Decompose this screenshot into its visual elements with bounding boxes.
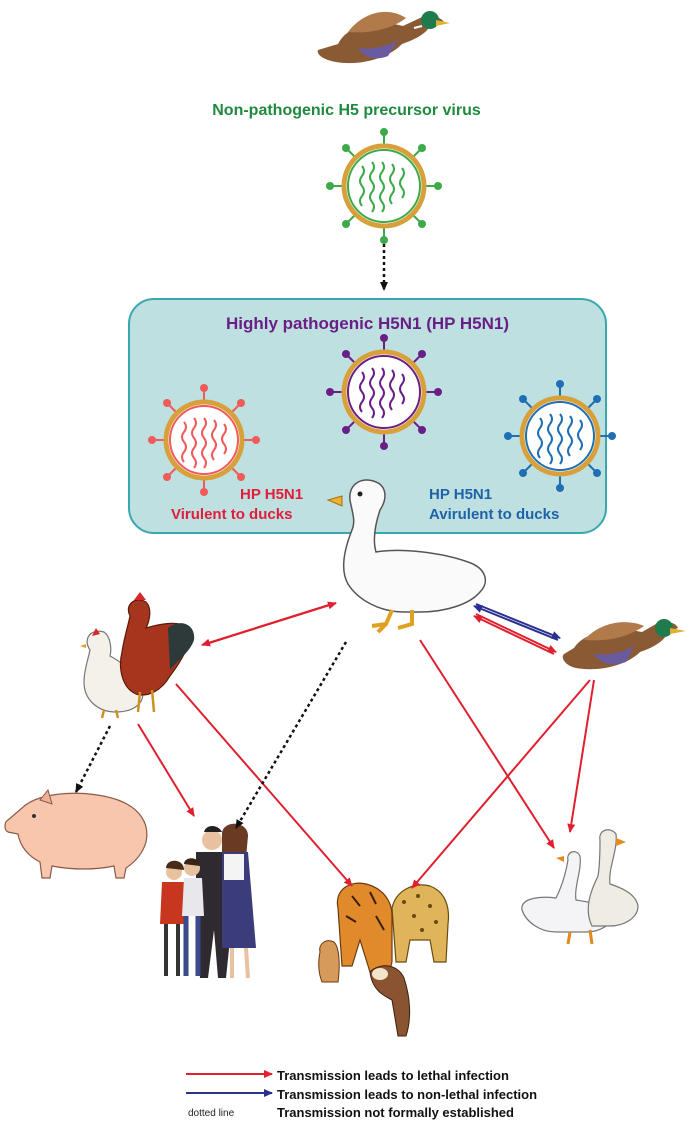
legend-lethal-text: Transmission leads to lethal infection bbox=[277, 1068, 509, 1083]
arrow-mallard-to-felids bbox=[411, 679, 591, 889]
human-family-icon bbox=[160, 823, 256, 979]
pig-icon bbox=[4, 788, 148, 879]
arrow-duck-mallard-nonlethal bbox=[475, 603, 561, 639]
dotted-arrow-duck-to-humans bbox=[234, 641, 348, 829]
mallard-duck-top-icon bbox=[317, 11, 450, 64]
arrow-chickens-to-felids bbox=[175, 683, 353, 887]
dotted-arrow-chickens-to-pig bbox=[74, 725, 112, 793]
arrow-chickens-to-humans bbox=[137, 723, 195, 817]
avirulent-label-line2: Avirulent to ducks bbox=[429, 506, 560, 523]
felids-and-ferret-icon bbox=[318, 882, 450, 1037]
legend-nonlethal-text: Transmission leads to non-lethal infecti… bbox=[277, 1087, 538, 1102]
virulent-label-line1: HP H5N1 bbox=[240, 486, 304, 503]
arrow-chickens-to-duck bbox=[205, 601, 337, 645]
precursor-virus-icon bbox=[326, 128, 442, 244]
chickens-icon bbox=[80, 592, 195, 719]
legend-not-established-text: Transmission not formally established bbox=[277, 1105, 514, 1120]
hp-virus-purple-icon bbox=[326, 334, 442, 450]
hp-h5n1-title: Highly pathogenic H5N1 (HP H5N1) bbox=[225, 314, 510, 333]
avirulent-virus-icon bbox=[504, 380, 616, 492]
arrow-duck-to-geese bbox=[419, 639, 555, 849]
lethal-transmission-arrows bbox=[137, 601, 595, 889]
domestic-duck-icon bbox=[326, 479, 487, 634]
arrow-mallard-duck-nonlethal bbox=[473, 605, 559, 641]
precursor-virus-label: Non-pathogenic H5 precursor virus bbox=[212, 102, 481, 119]
virulent-label-line2: Virulent to ducks bbox=[171, 506, 293, 523]
legend-dotted-line-label: dotted line bbox=[188, 1108, 235, 1119]
arrow-mallard-to-geese bbox=[567, 679, 595, 833]
arrow-mallard-to-duck-red bbox=[473, 615, 555, 655]
mallard-duck-right-icon bbox=[562, 619, 686, 670]
avirulent-label-line1: HP H5N1 bbox=[429, 486, 493, 503]
arrow-duck-to-mallard-red bbox=[475, 613, 557, 653]
virulent-virus-icon bbox=[148, 384, 260, 496]
geese-icon bbox=[521, 829, 639, 945]
